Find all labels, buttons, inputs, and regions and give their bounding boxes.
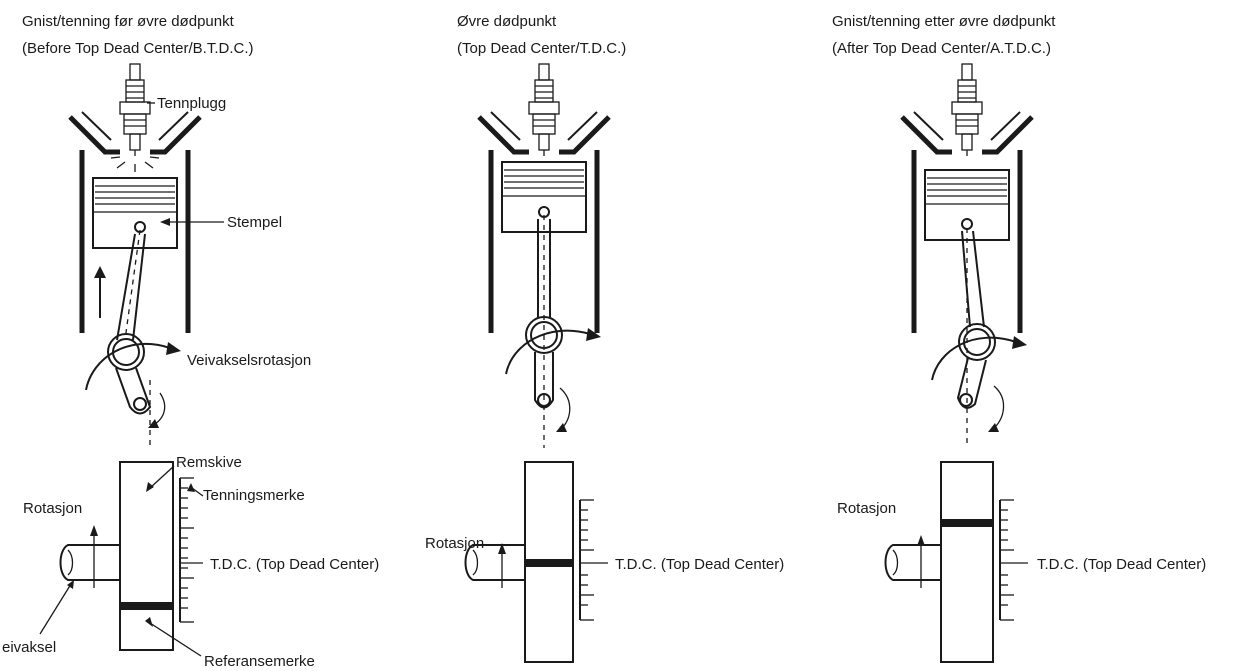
engine-cylinder [68,63,202,448]
label-pulley: Remskive [176,454,242,471]
label-tdc: T.D.C. (Top Dead Center) [615,556,784,573]
label-timing-mark: Tenningsmerke [203,487,305,504]
panel-title: Gnist/tenning etter øvre dødpunkt [832,13,1056,30]
crank-rotation-arrow-icon [931,336,1027,432]
reference-mark [941,519,993,527]
label-crank-rotation: Veivakselsrotasjon [187,352,311,369]
panel-subtitle: (Before Top Dead Center/B.T.D.C.) [22,40,254,57]
pulley-assembly [884,461,1028,663]
pulley-pointer-icon [146,465,175,492]
piston [92,177,178,249]
spark-plug [528,63,560,156]
crankshaft-pointer-icon [39,580,74,635]
panel-title: Gnist/tenning før øvre dødpunkt [22,13,235,30]
label-piston: Stempel [227,214,282,231]
piston [924,169,1010,241]
rotation-up-arrow-icon [498,543,506,588]
spark-plug [119,63,151,156]
panel-subtitle: (After Top Dead Center/A.T.D.C.) [832,40,1051,57]
reference-mark [525,559,573,567]
panel-subtitle: (Top Dead Center/T.D.C.) [457,40,626,57]
label-spark-plug: Tennplugg [157,95,226,112]
connecting-rod [116,229,146,341]
label-crankshaft: eivaksel [2,639,56,656]
reference-pointer-icon [145,617,202,657]
panel-btdc: Gnist/tenning før øvre dødpunkt (Before … [2,13,379,670]
reference-mark [120,602,173,610]
pulley-assembly [59,461,203,651]
crankshaft [525,316,563,409]
crank-rotation-arrow-icon [85,342,181,428]
piston-up-arrow-icon [94,266,106,318]
panel-title: Øvre dødpunkt [457,13,557,30]
label-rotation: Rotasjon [425,535,484,552]
label-rotation: Rotasjon [23,500,82,517]
piston [501,161,587,233]
label-reference-mark: Referansemerke [204,653,315,670]
engine-cylinder [900,63,1034,448]
spark-rays [110,156,160,172]
piston-pointer-icon [160,218,224,226]
crank-rotation-arrow-icon [505,328,601,432]
panel-tdc: Øvre dødpunkt (Top Dead Center/T.D.C.) [425,13,784,663]
rotation-up-arrow-icon [90,525,98,588]
pulley-assembly [464,461,608,663]
label-tdc: T.D.C. (Top Dead Center) [210,556,379,573]
connecting-rod [961,228,985,448]
engine-cylinder [477,63,611,448]
label-tdc: T.D.C. (Top Dead Center) [1037,556,1206,573]
rotation-up-arrow-icon [917,535,925,588]
connecting-rod [537,215,551,448]
panel-atdc: Gnist/tenning etter øvre dødpunkt (After… [832,13,1206,663]
timing-mark-pointer-icon [187,483,204,497]
label-rotation: Rotasjon [837,500,896,517]
spark-plug [951,63,983,156]
